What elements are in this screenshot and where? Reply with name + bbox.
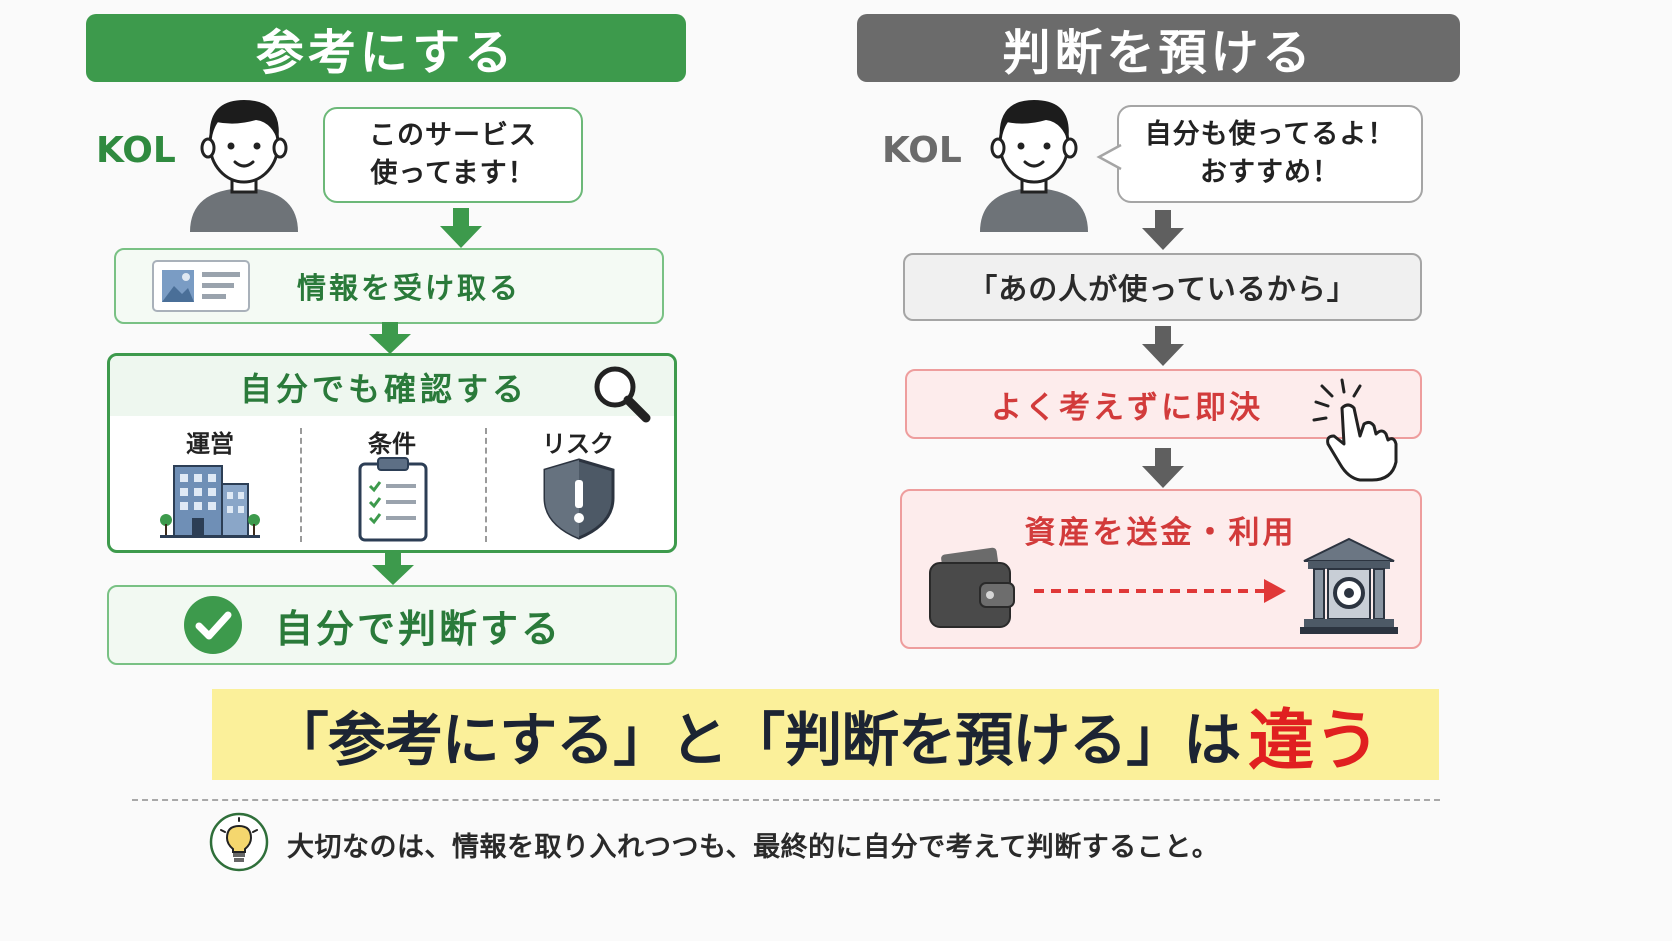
- bank-icon: [1300, 537, 1398, 639]
- left-step-decide-self: 自分で判断する: [107, 585, 677, 665]
- right-step1-label: 「あの人が使っているから」: [968, 272, 1357, 306]
- clipboard-checklist-icon: [358, 456, 428, 546]
- verify-title-band: [110, 356, 674, 416]
- down-arrow-icon: [440, 208, 482, 252]
- right-speech-line2: おすすめ！: [1200, 157, 1340, 188]
- building-icon: [160, 456, 260, 542]
- conclusion-banner: 「参考にする」と「判断を預ける」は 違う: [212, 689, 1439, 780]
- verify-item-operation-label: 運営: [186, 430, 234, 458]
- left-step-receive-info: 情報を受け取る: [114, 248, 664, 324]
- right-step-send-assets: 資産を送金・利用: [900, 489, 1422, 649]
- footer-text: 大切なのは、情報を取り入れつつも、最終的に自分で考えて判断すること。: [287, 832, 1220, 863]
- left-header: 参考にする: [86, 14, 686, 82]
- right-header-title: 判断を預ける: [1002, 25, 1315, 81]
- lightbulb-icon: [209, 812, 269, 876]
- right-step-because-they-use: 「あの人が使っているから」: [903, 253, 1422, 321]
- wallet-icon: [928, 547, 1016, 633]
- down-arrow-icon: [1142, 448, 1184, 492]
- right-speech-line1: 自分も使ってるよ！: [1144, 119, 1396, 150]
- article-icon: [152, 260, 250, 319]
- right-step2-label: よく考えずに即決: [991, 389, 1263, 426]
- footer-divider: [132, 799, 1440, 801]
- right-speech-bubble: 自分も使ってるよ！ おすすめ！: [1096, 105, 1423, 203]
- magnifier-icon: [590, 362, 652, 428]
- right-person-icon: [976, 92, 1092, 232]
- down-arrow-icon: [1142, 210, 1184, 254]
- right-step3-label: 資産を送金・利用: [1024, 515, 1297, 551]
- down-arrow-icon: [372, 551, 414, 589]
- verify-title: 自分でも確認する: [240, 370, 529, 408]
- shield-warning-icon: [543, 458, 615, 544]
- down-arrow-icon: [1142, 326, 1184, 370]
- left-speech-line2: 使ってます！: [370, 158, 536, 189]
- down-arrow-icon: [369, 322, 411, 358]
- conclusion-text: 「参考にする」と「判断を預ける」は: [270, 705, 1242, 774]
- bubble-tail-icon: [1096, 143, 1122, 171]
- right-step-impulse-decision: よく考えずに即決: [905, 369, 1422, 439]
- left-header-title: 参考にする: [255, 25, 517, 81]
- click-hand-icon: [1308, 378, 1400, 486]
- left-step3-label: 自分で判断する: [275, 606, 563, 651]
- dashed-arrow-icon: [1032, 577, 1288, 609]
- divider: [300, 428, 302, 542]
- right-header: 判断を預ける: [857, 14, 1460, 82]
- verify-item-conditions-label: 条件: [368, 430, 416, 458]
- left-person-icon: [186, 92, 302, 232]
- left-step1-label: 情報を受け取る: [296, 271, 521, 305]
- divider: [485, 428, 487, 542]
- left-step-verify: 自分でも確認する 運営 条件 リスク: [107, 353, 677, 553]
- verify-item-risk-label: リスク: [542, 430, 614, 458]
- conclusion-highlight: 違う: [1248, 701, 1381, 779]
- left-speech-bubble: このサービス 使ってます！: [302, 107, 583, 203]
- check-circle-icon: [184, 596, 242, 654]
- right-kol-label: KOL: [882, 130, 962, 171]
- left-kol-label: KOL: [96, 130, 176, 171]
- left-speech-line1: このサービス: [369, 120, 537, 151]
